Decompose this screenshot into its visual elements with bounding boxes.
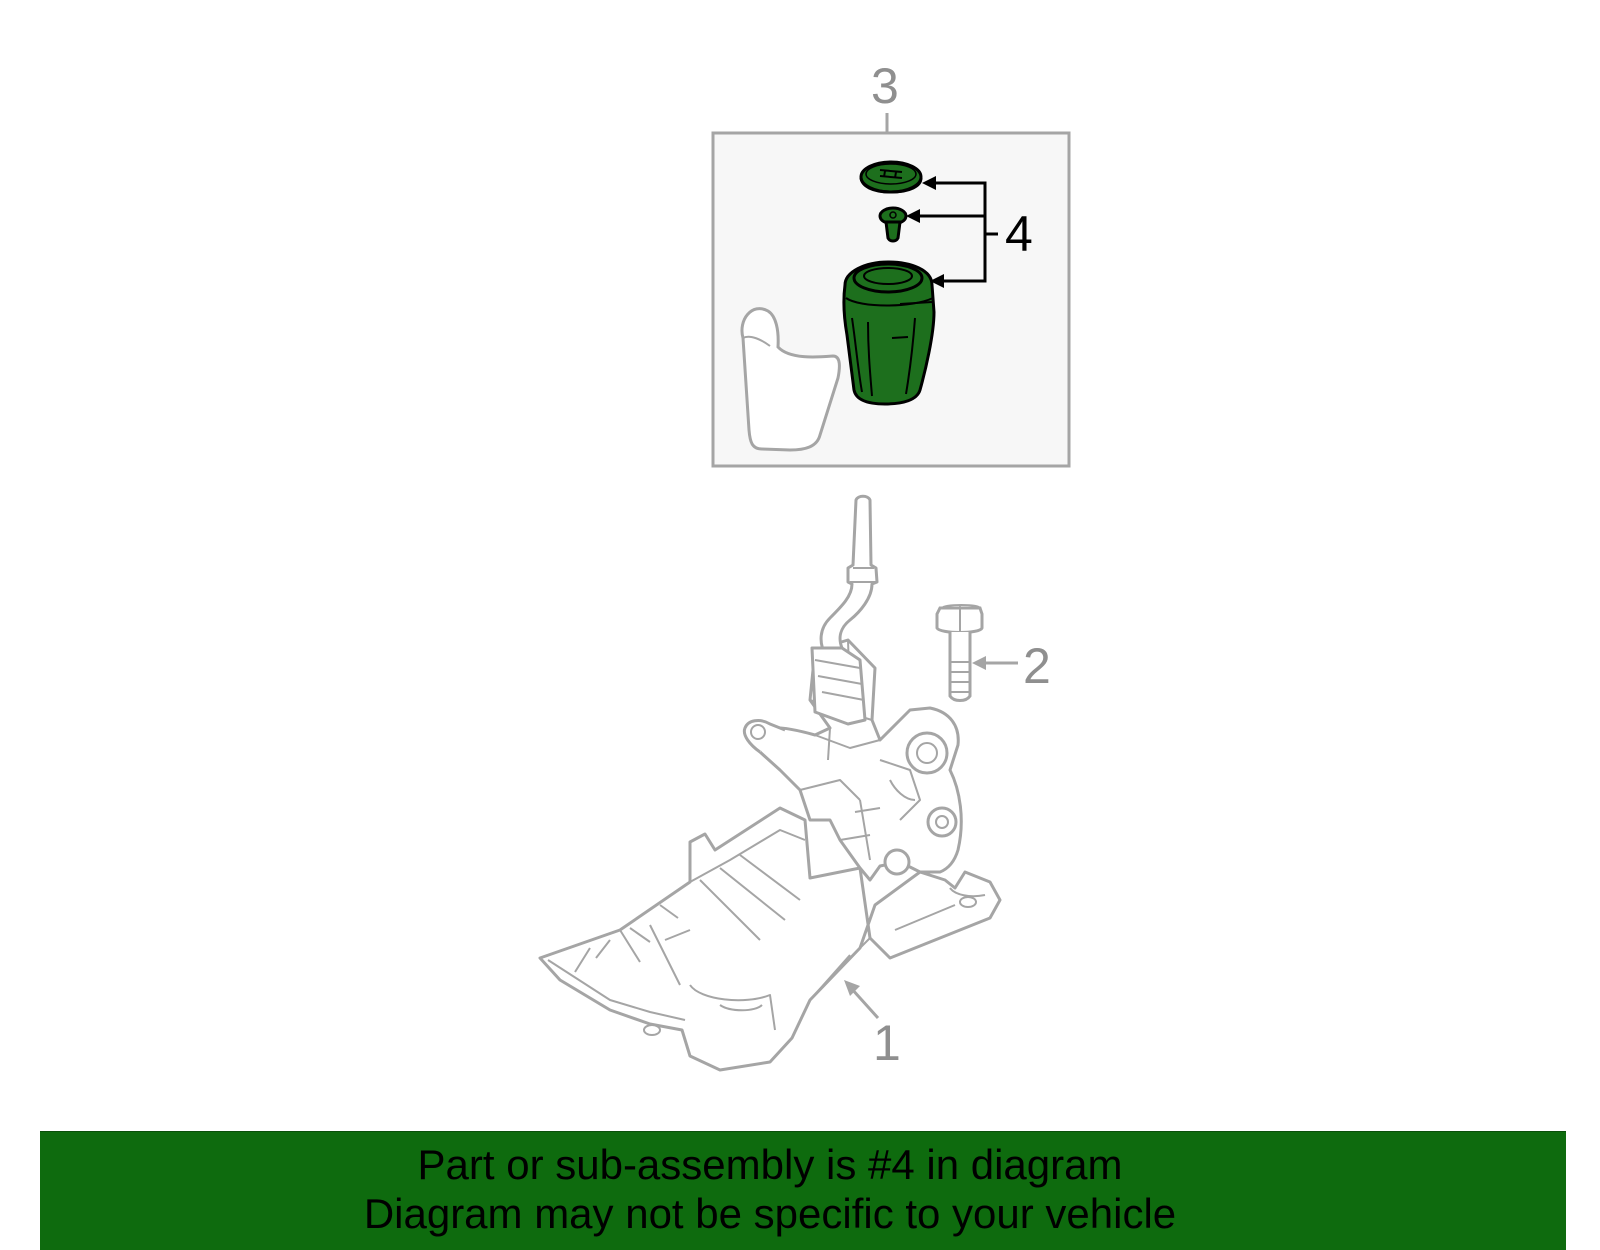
leader-line-1 xyxy=(849,986,880,1020)
bolt-threads xyxy=(950,661,970,693)
callout-label-2: 2 xyxy=(1023,638,1051,694)
info-banner: Part or sub-assembly is #4 in diagram Di… xyxy=(40,1131,1566,1250)
callout-label-3: 3 xyxy=(871,58,899,114)
front-boss xyxy=(883,848,911,876)
knob-insert-cap-edge xyxy=(859,177,923,194)
shift-knob-band xyxy=(845,297,934,307)
part-4-highlighted xyxy=(842,160,936,406)
shift-pattern-icon xyxy=(879,169,903,179)
shift-lever-rod xyxy=(819,494,879,658)
shift-knob-top-inner xyxy=(863,267,913,285)
arrowhead-4a xyxy=(922,176,936,190)
side-connector-tip xyxy=(750,724,766,740)
mount-hole xyxy=(959,896,977,908)
bolt-part-2: 2 xyxy=(935,604,1051,702)
shifter-base-inner xyxy=(547,829,986,1031)
leader-4-bracket: 4 xyxy=(906,176,1033,288)
pivot-boss-inner xyxy=(916,742,938,764)
knob-screw-shank xyxy=(884,220,902,243)
arrowhead-4c xyxy=(930,274,944,288)
arrowhead-1 xyxy=(844,980,860,996)
shifter-base-tray xyxy=(538,806,1002,1072)
bolt-head-top xyxy=(941,604,981,632)
arrowhead-2 xyxy=(972,656,986,670)
shift-lever-boot-lines xyxy=(814,659,865,701)
base-foot xyxy=(643,1024,661,1036)
bolt-shank xyxy=(948,632,972,702)
shift-knob xyxy=(842,260,936,406)
shift-lever-boot-mount xyxy=(810,646,867,726)
arrowhead-4b xyxy=(906,209,920,223)
callout-label-1: 1 xyxy=(873,1015,901,1071)
shift-boot-fold xyxy=(742,335,771,347)
shifter-assembly-part-1 xyxy=(538,494,1002,1072)
shift-knob-ridges xyxy=(851,301,933,397)
banner-part-reference-text: Part or sub-assembly is #4 in diagram xyxy=(417,1141,1123,1188)
lower-boss-inner xyxy=(935,815,949,829)
shift-lever-collar xyxy=(850,567,876,583)
callout-label-4: 4 xyxy=(1005,206,1033,262)
knob-insert-cap-face xyxy=(865,163,917,185)
leader-line-4 xyxy=(912,181,998,283)
knob-screw-socket xyxy=(889,211,897,219)
banner-disclaimer-text: Diagram may not be specific to your vehi… xyxy=(363,1190,1177,1237)
